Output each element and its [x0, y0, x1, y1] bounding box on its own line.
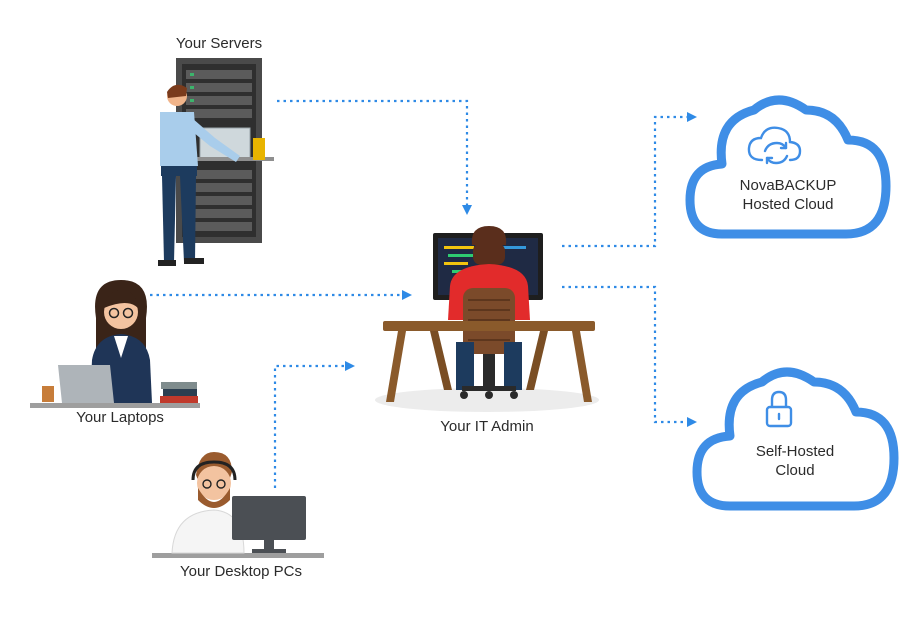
it-admin-illustration — [375, 226, 599, 412]
self-cloud-label-line1: Self-Hosted — [756, 443, 834, 460]
hosted-cloud-shape — [685, 95, 891, 239]
connector-desktops-to-admin — [273, 361, 355, 488]
connector-admin-to-hosted-cloud — [562, 112, 697, 248]
padlock-icon — [765, 390, 793, 428]
servers-label: Your Servers — [176, 35, 262, 52]
connector-servers-to-admin — [277, 99, 472, 215]
hosted-cloud-label-line1: NovaBACKUP — [740, 177, 837, 194]
laptops-illustration — [30, 280, 200, 408]
connector-admin-to-self-cloud — [562, 285, 697, 427]
it-admin-label: Your IT Admin — [440, 418, 533, 435]
hosted-cloud-label-line2: Hosted Cloud — [743, 196, 834, 213]
self-cloud-shape — [692, 367, 899, 511]
desktops-label: Your Desktop PCs — [180, 563, 302, 580]
cloud-sync-icon — [747, 126, 802, 165]
self-cloud-label-line2: Cloud — [775, 462, 814, 479]
desktops-illustration — [152, 452, 324, 558]
laptops-label: Your Laptops — [76, 409, 164, 426]
servers-illustration — [158, 58, 274, 266]
